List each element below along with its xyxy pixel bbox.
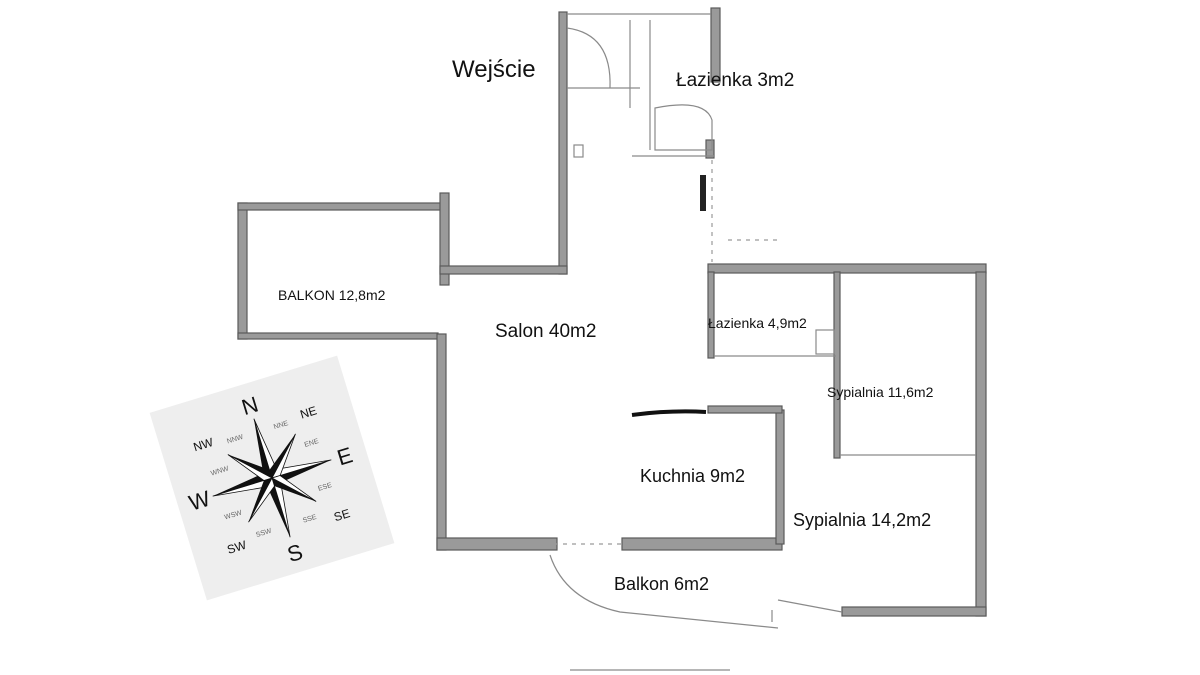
compass-ne: NE (298, 403, 318, 421)
compass-star-icon (212, 418, 332, 538)
label-entrance: Wejście (452, 56, 536, 83)
label-bedroom-small: Sypialnia 11,6m2 (827, 384, 934, 400)
compass-nnw: NNW (226, 434, 244, 446)
label-living-room: Salon 40m2 (495, 321, 596, 342)
compass-s: S (284, 539, 305, 567)
compass-ese: ESE (317, 482, 333, 493)
compass-ene: ENE (304, 438, 320, 449)
label-balcony-small: Balkon 6m2 (614, 574, 709, 594)
label-kitchen: Kuchnia 9m2 (640, 466, 745, 486)
compass-sw: SW (225, 538, 248, 557)
compass-e: E (334, 442, 355, 470)
label-bathroom-large: Łazienka 4,9m2 (708, 315, 807, 331)
compass-sse: SSE (302, 514, 318, 525)
compass-nw: NW (192, 435, 216, 454)
walls (237, 7, 987, 617)
compass-n: N (239, 392, 262, 421)
label-bedroom-large: Sypialnia 14,2m2 (793, 510, 931, 530)
label-balcony-large: BALKON 12,8m2 (278, 287, 386, 303)
compass-nne: NNE (273, 420, 289, 431)
compass-ssw: SSW (255, 528, 273, 539)
compass-se: SE (332, 506, 351, 524)
fixtures (446, 13, 976, 671)
compass-rose: N E S W NE SE SW NW NNE ENE ESE SSE SSW … (149, 355, 395, 601)
label-bathroom-small: Łazienka 3m2 (676, 70, 794, 91)
